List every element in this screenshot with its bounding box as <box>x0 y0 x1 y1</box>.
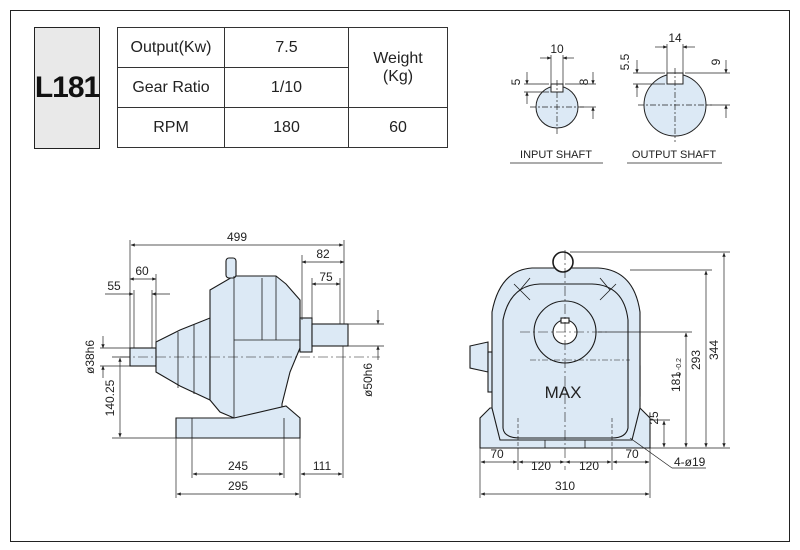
output-value: 7.5 <box>224 27 349 68</box>
dim-foot-left: 70 <box>490 447 504 461</box>
dim-output-diameter: ø50h6 <box>361 363 375 397</box>
dim-body-height: 293 <box>689 350 703 370</box>
dim-overall-width: 310 <box>555 479 575 493</box>
front-max-label: MAX <box>545 383 582 402</box>
gear-ratio-value: 1/10 <box>224 67 349 108</box>
input-shaft-left: 5 <box>509 78 523 85</box>
drawing-frame <box>10 10 790 542</box>
weight-label: Weight (Kg) <box>348 27 448 108</box>
output-label: Output(Kw) <box>117 27 225 68</box>
input-shaft-section <box>510 55 603 164</box>
dim-input-length: 60 <box>135 264 149 278</box>
input-shaft-width: 10 <box>550 42 564 56</box>
dim-base-offset: 111 <box>313 459 332 473</box>
output-shaft-right: 9 <box>709 58 723 65</box>
model-code: L181 <box>34 27 100 149</box>
dim-base-height: 25 <box>647 411 661 425</box>
dim-bolt-right: 120 <box>579 459 599 473</box>
side-cone <box>155 317 211 401</box>
side-lug <box>225 257 237 279</box>
dim-input-diameter: ø38h6 <box>83 340 97 374</box>
input-shaft-right: 8 <box>577 78 591 85</box>
dim-total-height: 344 <box>707 340 721 360</box>
side-output-flange <box>299 317 313 353</box>
output-shaft-left: 5.5 <box>618 53 632 70</box>
weight-label-line2: (Kg) <box>382 67 414 85</box>
front-view-body <box>469 251 651 449</box>
dim-base-outer: 295 <box>228 479 248 493</box>
dim-holes: 4-ø19 <box>674 455 706 469</box>
dim-output-key: 75 <box>319 270 333 284</box>
dim-input-key: 55 <box>107 279 121 293</box>
weight-label-line1: Weight <box>373 49 423 67</box>
output-shaft-section <box>627 44 730 164</box>
dim-shaft-height: 140.25 <box>103 379 117 416</box>
side-view-body <box>129 257 349 439</box>
dim-base-inner: 245 <box>228 459 248 473</box>
front-lifting-eye <box>552 251 574 273</box>
dim-bolt-left: 120 <box>531 459 551 473</box>
output-shaft-width: 14 <box>668 31 682 45</box>
spec-table: Output(Kw) 7.5 Weight (Kg) Gear Ratio 1/… <box>117 27 448 148</box>
dim-shaft-center: 181 <box>669 372 683 392</box>
dim-overall-length: 499 <box>227 230 247 244</box>
side-output-shaft <box>311 323 349 347</box>
dim-foot-right: 70 <box>625 447 639 461</box>
input-shaft-caption: INPUT SHAFT <box>520 149 592 161</box>
side-housing <box>209 275 301 419</box>
dim-output-length: 82 <box>316 247 330 261</box>
output-shaft-caption: OUTPUT SHAFT <box>632 149 716 161</box>
front-left-boss <box>469 341 489 373</box>
dim-shaft-center-tol: 0 -0.2 <box>676 358 683 376</box>
weight-value: 60 <box>348 107 448 148</box>
